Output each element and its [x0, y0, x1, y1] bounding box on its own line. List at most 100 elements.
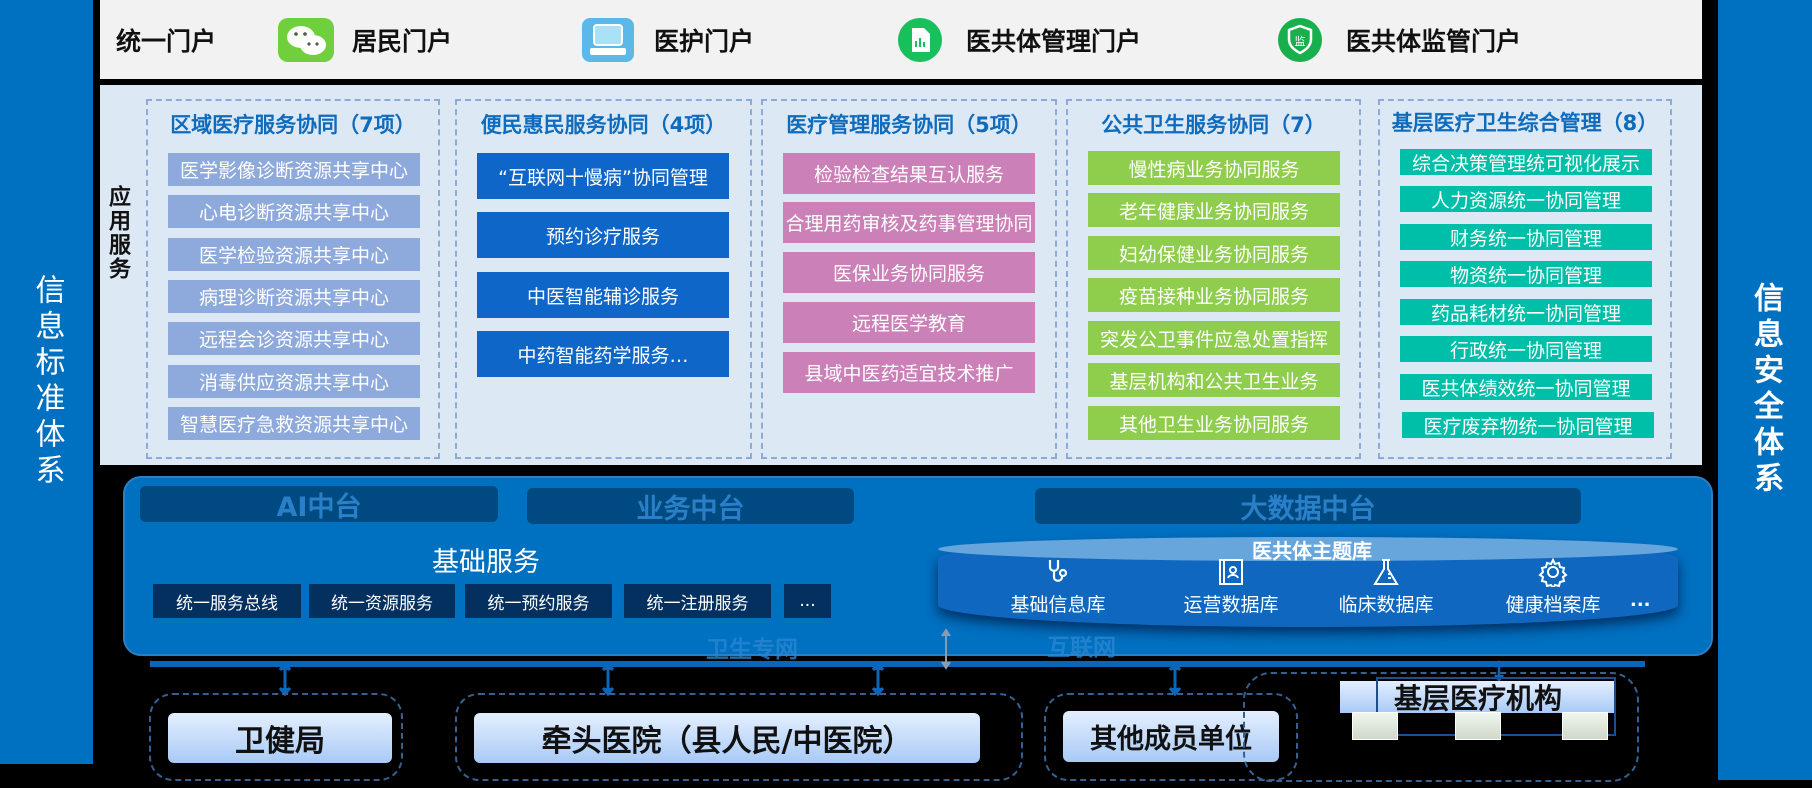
group-medical-management: 医疗管理服务协同（5项） 检验检查结果互认服务 合理用药审核及药事管理协同 医保…	[761, 99, 1057, 459]
info-standard-system-bar: 信息标准体系	[0, 0, 93, 764]
bidirectional-arrow-icon	[601, 662, 615, 696]
service-item[interactable]: 行政统一协同管理	[1400, 336, 1652, 362]
basic-service-item[interactable]: 统一注册服务	[624, 584, 771, 618]
service-item[interactable]: 药品耗材统一协同管理	[1400, 299, 1652, 325]
unified-portal-label: 统一门户	[116, 26, 217, 56]
report-document-icon	[892, 17, 948, 62]
service-item[interactable]: 心电诊断资源共享中心	[168, 195, 420, 228]
service-item[interactable]: 合理用药审核及药事管理协同	[783, 202, 1035, 243]
medical-staff-portal[interactable]: 医护门户	[580, 17, 755, 62]
db-more[interactable]: ...	[1630, 590, 1651, 611]
cylinder-top	[938, 537, 1678, 561]
service-item[interactable]: 智慧医疗急救资源共享中心	[168, 407, 420, 440]
basic-services-title: 基础服务	[432, 547, 540, 578]
info-security-label: 信息安全体系	[1748, 282, 1783, 498]
health-bureau-box[interactable]: 卫健局	[168, 713, 392, 763]
shield-supervise-icon: 监	[1272, 17, 1328, 62]
service-item[interactable]: 财务统一协同管理	[1400, 224, 1652, 250]
db-basic-info[interactable]: 基础信息库	[983, 556, 1133, 617]
db-label: 健康档案库	[1505, 594, 1601, 616]
service-item[interactable]: 中药智能药学服务…	[477, 331, 729, 377]
alliance-management-portal-label: 医共体管理门户	[966, 26, 1142, 56]
bigdata-hub-title[interactable]: 大数据中台	[1035, 488, 1581, 525]
wechat-icon	[278, 17, 334, 62]
service-item[interactable]: 疫苗接种业务协同服务	[1088, 278, 1340, 312]
lead-hospital-group	[455, 693, 1023, 781]
hospital-building-icon	[1562, 712, 1608, 740]
alliance-supervision-portal[interactable]: 监 医共体监管门户	[1272, 17, 1522, 62]
bidirectional-arrow-icon	[1168, 662, 1182, 696]
group-public-health: 公共卫生服务协同（7） 慢性病业务协同服务 老年健康业务协同服务 妇幼保健业务协…	[1066, 99, 1361, 459]
alliance-supervision-portal-label: 医共体监管门户	[1346, 26, 1522, 56]
resident-portal-label: 居民门户	[352, 26, 453, 56]
service-item[interactable]: 人力资源统一协同管理	[1400, 186, 1652, 212]
service-item[interactable]: 突发公卫事件应急处置指挥	[1088, 321, 1340, 355]
group-title: 公共卫生服务协同（7）	[1101, 113, 1326, 137]
group-title: 医疗管理服务协同（5项）	[786, 113, 1032, 137]
db-operations[interactable]: 运营数据库	[1156, 556, 1306, 617]
service-item[interactable]: 慢性病业务协同服务	[1088, 151, 1340, 185]
service-item[interactable]: 物资统一协同管理	[1400, 261, 1652, 287]
group-title: 便民惠民服务协同（4项）	[480, 113, 727, 137]
service-item[interactable]: 基层机构和公共卫生业务	[1088, 363, 1340, 397]
service-item[interactable]: 老年健康业务协同服务	[1088, 193, 1340, 227]
service-item[interactable]: 医保业务协同服务	[783, 252, 1035, 293]
basic-service-item[interactable]: 统一预约服务	[465, 584, 612, 618]
gear-icon	[1478, 556, 1628, 588]
group-convenience-service: 便民惠民服务协同（4项） “互联网十慢病”协同管理 预约诊疗服务 中医智能辅诊服…	[455, 99, 752, 459]
db-label: 基础信息库	[1010, 594, 1106, 616]
service-item[interactable]: 医学影像诊断资源共享中心	[168, 153, 420, 186]
health-bureau-group	[149, 693, 403, 781]
primary-care-group	[1243, 672, 1639, 782]
basic-service-more[interactable]: ...	[784, 584, 831, 618]
application-services-label: 应用服务	[105, 185, 130, 281]
network-bus-line	[150, 661, 1645, 667]
portal-strip: 统一门户 居民门户 医护门户	[100, 0, 1702, 79]
db-label: 临床数据库	[1338, 594, 1434, 616]
group-title: 基层医疗卫生综合管理（8）	[1391, 111, 1659, 135]
hospital-building-icon	[1455, 712, 1501, 740]
ai-hub-title[interactable]: AI中台	[140, 486, 498, 523]
health-network-label: 卫生专网	[706, 637, 798, 663]
service-item[interactable]: 检验检查结果互认服务	[783, 153, 1035, 194]
basic-service-item[interactable]: 统一资源服务	[309, 584, 455, 618]
service-item[interactable]: 医共体绩效统一协同管理	[1400, 374, 1652, 400]
bidirectional-arrow-icon	[278, 662, 292, 696]
resident-portal[interactable]: 居民门户	[278, 17, 453, 62]
service-item[interactable]: 消毒供应资源共享中心	[168, 365, 420, 398]
service-item[interactable]: 远程医学教育	[783, 302, 1035, 343]
service-item[interactable]: 预约诊疗服务	[477, 212, 729, 258]
service-item[interactable]: 病理诊断资源共享中心	[168, 280, 420, 313]
svg-text:监: 监	[1295, 35, 1306, 48]
lead-hospital-box[interactable]: 牵头医院（县人民/中医院）	[474, 713, 980, 763]
primary-care-box[interactable]: 基层医疗机构	[1340, 681, 1616, 715]
theme-database-title: 医共体主题库	[1252, 539, 1372, 563]
service-item[interactable]: 中医智能辅诊服务	[477, 272, 729, 318]
internet-label: 互联网	[1047, 635, 1116, 661]
computer-icon	[580, 17, 636, 62]
info-security-system-bar: 信息安全体系	[1718, 0, 1812, 780]
service-item[interactable]: “互联网十慢病”协同管理	[477, 153, 729, 199]
basic-service-item[interactable]: 统一服务总线	[153, 584, 301, 618]
service-item[interactable]: 其他卫生业务协同服务	[1088, 406, 1340, 440]
stethoscope-icon	[983, 556, 1133, 588]
group-title: 区域医疗服务协同（7项）	[170, 113, 416, 137]
service-item[interactable]: 远程会诊资源共享中心	[168, 322, 420, 355]
service-item[interactable]: 县域中医药适宜技术推广	[783, 352, 1035, 393]
hospital-building-icon	[1352, 712, 1398, 740]
alliance-management-portal[interactable]: 医共体管理门户	[892, 17, 1142, 62]
unified-portal[interactable]: 统一门户	[116, 22, 216, 58]
medical-staff-portal-label: 医护门户	[654, 26, 755, 56]
business-hub-title[interactable]: 业务中台	[527, 488, 854, 525]
other-members-group	[1044, 693, 1298, 781]
bidirectional-arrow-icon	[941, 628, 951, 670]
db-label: 运营数据库	[1183, 594, 1279, 616]
service-item[interactable]: 医学检验资源共享中心	[168, 238, 420, 271]
db-health-records[interactable]: 健康档案库	[1478, 556, 1628, 617]
bidirectional-arrow-icon	[871, 662, 885, 696]
service-item[interactable]: 妇幼保健业务协同服务	[1088, 236, 1340, 270]
group-primary-care-management: 基层医疗卫生综合管理（8） 综合决策管理统可视化展示 人力资源统一协同管理 财务…	[1378, 99, 1672, 459]
service-item[interactable]: 综合决策管理统可视化展示	[1400, 149, 1652, 175]
service-item[interactable]: 医疗废弃物统一协同管理	[1402, 412, 1654, 438]
db-clinical[interactable]: 临床数据库	[1311, 556, 1461, 617]
